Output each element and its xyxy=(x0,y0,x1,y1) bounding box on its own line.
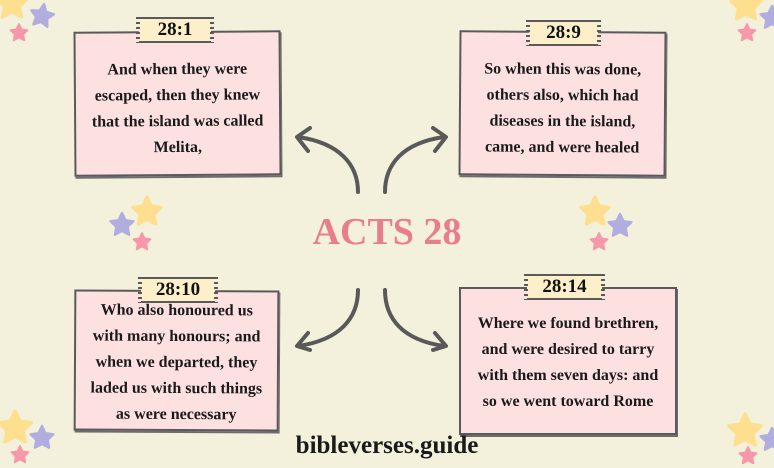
arrow-down-left-icon xyxy=(295,288,360,352)
verse-card-28-14: Where we found brethren, and were desire… xyxy=(459,287,677,435)
verse-text: So when this was done, others also, whic… xyxy=(484,59,642,157)
verse-card-28-9: So when this was done, others also, whic… xyxy=(458,30,667,177)
verse-card-28-1: And when they were escaped, then they kn… xyxy=(73,30,282,177)
arrow-down-right-icon xyxy=(383,288,448,352)
verse-text: And when they were escaped, then they kn… xyxy=(91,60,264,156)
chapter-title: ACTS 28 xyxy=(312,211,462,253)
verse-ref-tag: 28:1 xyxy=(136,17,214,43)
star-cluster-icon xyxy=(0,0,57,42)
verse-text: Where we found brethren, and were desire… xyxy=(477,315,659,410)
verse-text: Who also honoured us with many honours; … xyxy=(90,301,263,423)
verse-ref-tag: 28:9 xyxy=(526,20,601,46)
verse-ref-tag: 28:10 xyxy=(138,277,218,303)
verse-card-28-10: Who also honoured us with many honours; … xyxy=(73,289,280,432)
site-watermark: bibleverses.guide xyxy=(295,432,479,459)
arrow-up-left-icon xyxy=(295,126,360,194)
star-cluster-icon xyxy=(729,0,774,42)
verse-ref-tag: 28:14 xyxy=(524,274,605,300)
arrow-up-right-icon xyxy=(383,126,448,194)
